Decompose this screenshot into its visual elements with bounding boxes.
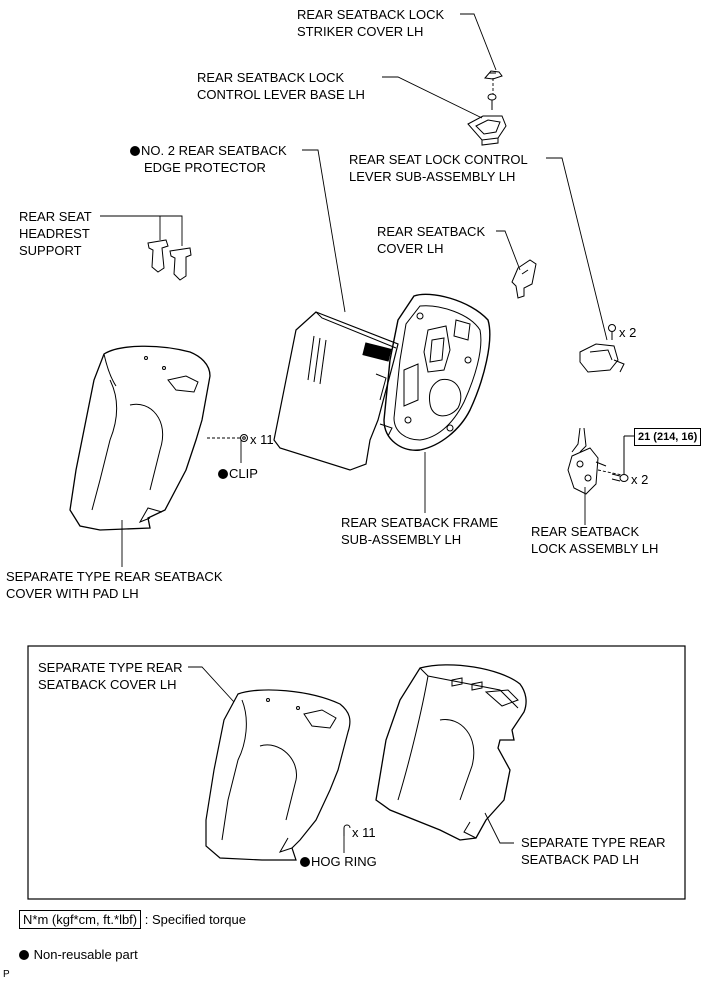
- label-line: SEATBACK PAD LH: [521, 852, 639, 867]
- non-reusable-dot-icon: [130, 146, 140, 156]
- label-lock-assembly: REAR SEATBACK LOCK ASSEMBLY LH: [531, 523, 658, 557]
- qty-lock-bolts: x 2: [631, 472, 649, 487]
- leader-lever-sub: [546, 157, 608, 341]
- label-headrest-support: REAR SEAT HEADREST SUPPORT: [19, 208, 92, 259]
- leader-striker-cover: [460, 13, 497, 71]
- label-line: REAR SEATBACK LOCK: [197, 70, 345, 85]
- headrest-support-part: [147, 239, 192, 281]
- edge-protector-part: [273, 311, 399, 471]
- legend-torque: N*m (kgf*cm, ft.*lbf) : Specified torque: [19, 910, 246, 929]
- leader-edge-protector: [302, 149, 346, 313]
- label-line: REAR SEATBACK FRAME: [341, 515, 499, 530]
- label-inset-cover: SEPARATE TYPE REAR SEATBACK COVER LH: [38, 659, 183, 693]
- torque-spec-box: 21 (214, 16): [634, 428, 702, 446]
- label-lever-sub: REAR SEAT LOCK CONTROL LEVER SUB-ASSEMBL…: [349, 151, 528, 185]
- label-frame: REAR SEATBACK FRAME SUB-ASSEMBLY LH: [341, 514, 498, 548]
- label-line: STRIKER COVER LH: [297, 24, 424, 39]
- leader-inset-pad: [484, 812, 514, 844]
- hog-ring-text: HOG RING: [311, 854, 377, 869]
- label-line: REAR SEATBACK: [377, 224, 486, 239]
- label-cover-with-pad: SEPARATE TYPE REAR SEATBACK COVER WITH P…: [6, 568, 223, 602]
- label-lever-base: REAR SEATBACK LOCK CONTROL LEVER BASE LH: [197, 69, 365, 103]
- non-reusable-dot-icon: [218, 469, 228, 479]
- torque-desc: : Specified torque: [144, 912, 246, 927]
- cover-with-pad-part: [69, 345, 211, 531]
- label-line: REAR SEAT LOCK CONTROL: [349, 152, 528, 167]
- inset-pad-part: [375, 664, 527, 841]
- label-line: LOCK ASSEMBLY LH: [531, 541, 659, 556]
- legend-non-reusable: Non-reusable part: [19, 946, 138, 963]
- frame-part: [379, 293, 491, 451]
- label-line: HEADREST: [19, 226, 90, 241]
- lock-assembly-part: [567, 427, 629, 495]
- non-reusable-dot-icon: [19, 950, 29, 960]
- seatback-cover-part: [511, 259, 537, 299]
- label-striker-cover: REAR SEATBACK LOCK STRIKER COVER LH: [297, 6, 444, 40]
- label-line: SEATBACK COVER LH: [38, 677, 177, 692]
- label-inset-pad: SEPARATE TYPE REAR SEATBACK PAD LH: [521, 834, 666, 868]
- clip-text: CLIP: [229, 466, 258, 481]
- non-reusable-text: Non-reusable part: [33, 947, 138, 962]
- inset-cover-part: [205, 689, 351, 861]
- clip-part: [240, 434, 248, 442]
- leader-lines: [100, 13, 623, 853]
- inset-frame: [27, 645, 686, 900]
- label-line: SEPARATE TYPE REAR: [38, 660, 183, 675]
- leader-lever-base: [382, 76, 483, 119]
- hog-ring-part: [343, 824, 351, 836]
- non-reusable-dot-icon: [300, 857, 310, 867]
- label-clip: CLIP: [218, 465, 258, 482]
- label-line: COVER WITH PAD LH: [6, 586, 139, 601]
- label-line: SEPARATE TYPE REAR: [521, 835, 666, 850]
- label-line: REAR SEAT: [19, 209, 92, 224]
- label-line: NO. 2 REAR SEATBACK: [130, 142, 287, 159]
- qty-clip: x 11: [250, 432, 274, 447]
- dashed-lock-bolt: [597, 469, 623, 476]
- leader-headrest: [100, 215, 183, 246]
- lever-sub-part: [579, 324, 625, 373]
- label-line: SUB-ASSEMBLY LH: [341, 532, 462, 547]
- lever-base-screw: [487, 93, 497, 110]
- leader-seatback-cover: [496, 230, 521, 271]
- striker-cover-part: [484, 70, 503, 80]
- label-edge-protector: NO. 2 REAR SEATBACK EDGE PROTECTOR: [130, 142, 287, 176]
- lever-base-part: [467, 115, 507, 146]
- label-line: EDGE PROTECTOR: [144, 160, 266, 175]
- leader-inset-cover: [188, 666, 235, 703]
- label-line: CONTROL LEVER BASE LH: [197, 87, 365, 102]
- corner-code: P: [3, 969, 10, 980]
- label-line: SEPARATE TYPE REAR SEATBACK: [6, 569, 223, 584]
- qty-lever-bolts: x 2: [619, 325, 637, 340]
- label-line: REAR SEATBACK: [531, 524, 640, 539]
- label-seatback-cover: REAR SEATBACK COVER LH: [377, 223, 485, 257]
- label-line: SUPPORT: [19, 243, 82, 258]
- label-line: LEVER SUB-ASSEMBLY LH: [349, 169, 516, 184]
- label-hog-ring: HOG RING: [300, 853, 377, 870]
- torque-unit-box: N*m (kgf*cm, ft.*lbf): [19, 910, 142, 929]
- label-line: COVER LH: [377, 241, 444, 256]
- label-line: REAR SEATBACK LOCK: [297, 7, 445, 22]
- qty-hog-ring: x 11: [352, 825, 376, 840]
